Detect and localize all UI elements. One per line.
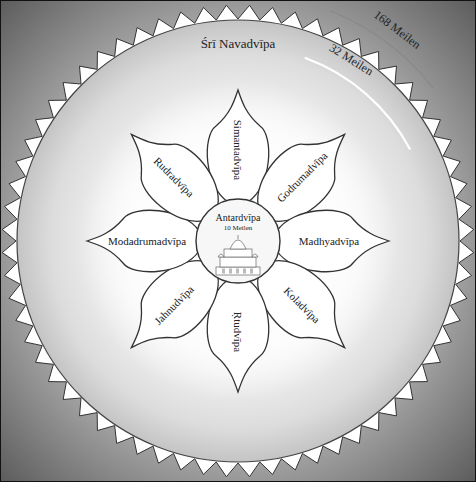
region-name: Ṛtudvīpa <box>232 312 244 352</box>
distance-arcs <box>305 11 434 149</box>
region-name: Madhyadvīpa <box>299 235 359 247</box>
center-circle: Antardvīpa 10 Meilen <box>194 197 282 285</box>
outer-circle <box>17 20 459 462</box>
serrated-rim <box>2 5 473 476</box>
region-name: Modadrumadvīpa <box>108 235 186 247</box>
rim-teeth <box>2 5 473 476</box>
region-name: Antardvīpa <box>216 212 261 223</box>
glow <box>78 81 398 401</box>
center-outline <box>194 197 282 285</box>
temple-picture <box>216 235 260 275</box>
map-title: Śrī Navadvīpa <box>201 37 276 51</box>
region-name: Simantadvīpa <box>232 120 244 181</box>
distance-note: 10 Meilen <box>224 225 253 233</box>
